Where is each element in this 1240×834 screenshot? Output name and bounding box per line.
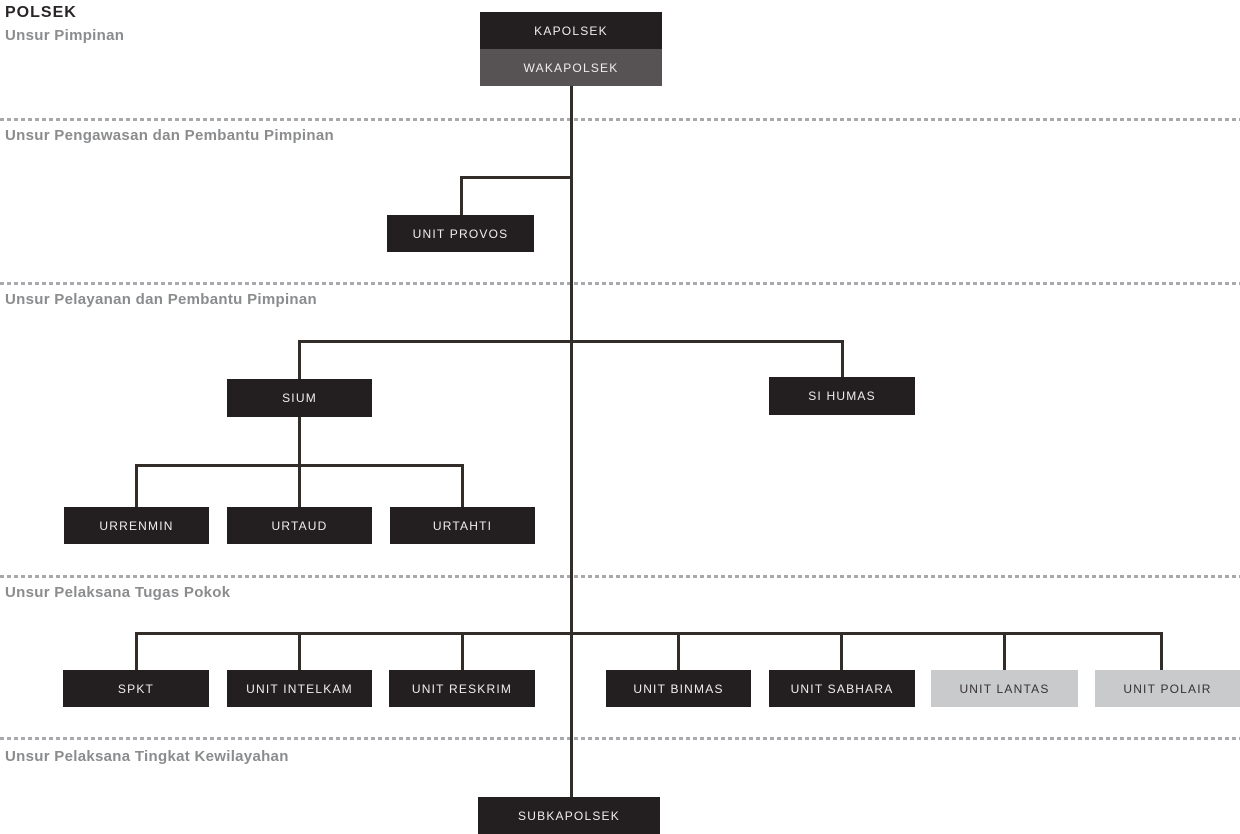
connector-sium-drop (298, 340, 301, 379)
org-node-unit-intelkam: UNIT INTELKAM (227, 670, 372, 707)
org-node-subkapolsek: SUBKAPOLSEK (478, 797, 660, 834)
dashed-separator-3 (0, 575, 1240, 578)
connector-unit-intelkam-drop (298, 632, 301, 670)
connector-row3-branch (298, 340, 844, 343)
dashed-separator-2 (0, 282, 1240, 285)
org-node-spkt: SPKT (63, 670, 209, 707)
section-label-unsur-pengawasan-dan-pembantu-pimpinan: Unsur Pengawasan dan Pembantu Pimpinan (5, 127, 334, 144)
connector-spkt-drop (135, 632, 138, 670)
section-label-unsur-pelaksana-tingkat-kewilayahan: Unsur Pelaksana Tingkat Kewilayahan (5, 748, 289, 765)
connector-si-humas-drop (841, 340, 844, 377)
org-node-urrenmin: URRENMIN (64, 507, 209, 544)
connector-unit-reskrim-drop (461, 632, 464, 670)
dashed-separator-1 (0, 118, 1240, 121)
connector-provos-drop (460, 176, 463, 215)
connector-unit-sabhara-drop (840, 632, 843, 670)
section-label-unsur-pimpinan: Unsur Pimpinan (5, 27, 125, 44)
section-label-unsur-pelayanan-dan-pembantu-pimpinan: Unsur Pelayanan dan Pembantu Pimpinan (5, 291, 318, 308)
org-node-kapolsek: KAPOLSEK (480, 12, 662, 49)
org-node-unit-binmas: UNIT BINMAS (606, 670, 751, 707)
org-node-urtaud: URTAUD (227, 507, 372, 544)
connector-urrenmin-drop (135, 464, 138, 507)
org-node-unit-sabhara: UNIT SABHARA (769, 670, 915, 707)
page-title: POLSEK (5, 4, 77, 21)
connector-row4-branch (135, 632, 1163, 635)
dashed-separator-4 (0, 737, 1240, 740)
org-node-sium: SIUM (227, 379, 372, 417)
org-node-urtahti: URTAHTI (390, 507, 535, 544)
section-label-unsur-pelaksana-tugas-pokok: Unsur Pelaksana Tugas Pokok (5, 584, 231, 601)
connector-unit-lantas-drop (1003, 632, 1006, 670)
connector-sium-riser (298, 417, 301, 467)
connector-unit-polair-drop (1160, 632, 1163, 670)
org-node-unit-reskrim: UNIT RESKRIM (389, 670, 535, 707)
connector-urtaud-drop (298, 464, 301, 507)
connector-main-vertical (570, 86, 573, 798)
org-node-si-humas: SI HUMAS (769, 377, 915, 415)
connector-provos-branch (460, 176, 572, 179)
org-node-unit-lantas: UNIT LANTAS (931, 670, 1078, 707)
connector-unit-binmas-drop (677, 632, 680, 670)
org-node-unit-polair: UNIT POLAIR (1095, 670, 1240, 707)
org-node-unit-provos: UNIT PROVOS (387, 215, 534, 252)
connector-urtahti-drop (461, 464, 464, 507)
org-node-wakapolsek: WAKAPOLSEK (480, 49, 662, 86)
